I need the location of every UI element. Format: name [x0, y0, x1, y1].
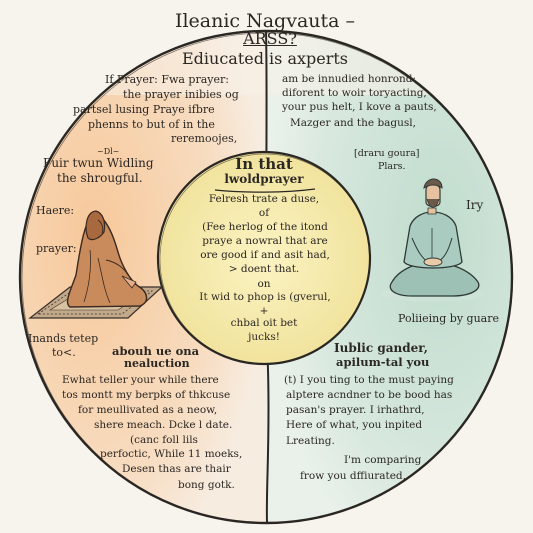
lower-left-text: perfoctic, While 11 moeks,	[100, 448, 243, 460]
upper-left-text: phenns to but of in the	[88, 118, 215, 131]
upper-left-mark: ~Dl~	[97, 147, 120, 156]
upper-right-text: your pus helt, I kove a pauts,	[282, 101, 437, 113]
center-text: chbal oit bet	[230, 317, 298, 329]
lower-right-text: alptere acndner to be bood has	[286, 389, 453, 401]
center-text: of	[258, 207, 270, 219]
upper-left-text: Fuir twun Widling	[43, 156, 154, 170]
lower-left-heading: abouh ue ona	[112, 344, 200, 358]
lower-left-side-text: Inands tetep	[28, 332, 99, 345]
upper-right-bracket: [draru goura]	[354, 148, 420, 159]
lower-left-text: for meullivated as a neow,	[78, 404, 218, 416]
upper-right-text: Mazger and the bagusl,	[290, 117, 416, 129]
center-heading: In that	[235, 155, 293, 173]
center-text: > doent that.	[228, 263, 300, 275]
lower-right-heading: apilum-tal you	[336, 355, 430, 369]
upper-left-text: reremoojes,	[171, 132, 238, 145]
center-text: jucks!	[248, 331, 280, 343]
lower-right-text: I'm comparing	[344, 454, 422, 466]
label-prayer: prayer:	[36, 242, 77, 255]
page-title-line2: ARSS?	[243, 29, 297, 48]
upper-left-text: partsel lusing Praye ifbre	[73, 103, 215, 116]
lower-left-text: Ewhat teller your while there	[62, 374, 219, 386]
lower-right-text: Lreating.	[286, 435, 335, 447]
center-text: It wid to phop is (gverul,	[199, 291, 331, 303]
upper-left-text: If Prayer: Fwa prayer:	[105, 73, 229, 86]
lower-right-text: frow you dffiurated,	[300, 470, 406, 482]
center-text: praye a nowral that are	[202, 235, 328, 247]
page-title: Ileanic Nagvauta –	[174, 10, 356, 32]
upper-right-bracket: Plars.	[378, 161, 406, 172]
center-text: on	[257, 278, 271, 290]
figure-caption: Poliieing by guare	[398, 312, 499, 325]
lower-right-heading: Iublic gander,	[334, 341, 428, 355]
center-text: ore good if and asit had,	[200, 249, 330, 261]
lower-left-text: shere meach. Dcke l date.	[94, 419, 233, 431]
lower-left-text: (canc foll lils	[130, 434, 198, 446]
lower-right-text: (t) I you ting to the must paying	[284, 374, 454, 386]
subtitle: Ediucated is axperts	[181, 49, 349, 68]
lower-right-text: Here of what, you inpited	[286, 419, 423, 431]
upper-left-text: the prayer inibies og	[123, 88, 239, 101]
lower-left-heading: nealuction	[124, 357, 190, 370]
lower-left-text: bong gotk.	[178, 479, 235, 491]
upper-left-text: the shrougful.	[57, 171, 143, 185]
lower-right-text: pasan's prayer. I irhathrd,	[286, 404, 425, 416]
lower-left-side-text: to<.	[52, 346, 76, 359]
center-text: Felresh trate a duse,	[208, 193, 320, 205]
seated-meditating-figure-icon	[380, 178, 484, 302]
label-iry: Iry	[466, 198, 484, 212]
center-heading: lwoldprayer	[224, 172, 304, 186]
lower-left-text: Desen thas are thair	[122, 463, 231, 475]
kneeling-figure-icon	[66, 210, 148, 308]
lower-left-text: tos montt my berpks of thkcuse	[62, 389, 231, 401]
upper-right-text: diforent to woir toryacting,	[282, 87, 427, 99]
center-text: +	[259, 305, 269, 317]
center-text: (Fee herlog of the itond	[202, 221, 328, 233]
upper-right-text: am be innudied honrond:	[282, 73, 417, 85]
label-haere: Haere:	[36, 204, 75, 217]
